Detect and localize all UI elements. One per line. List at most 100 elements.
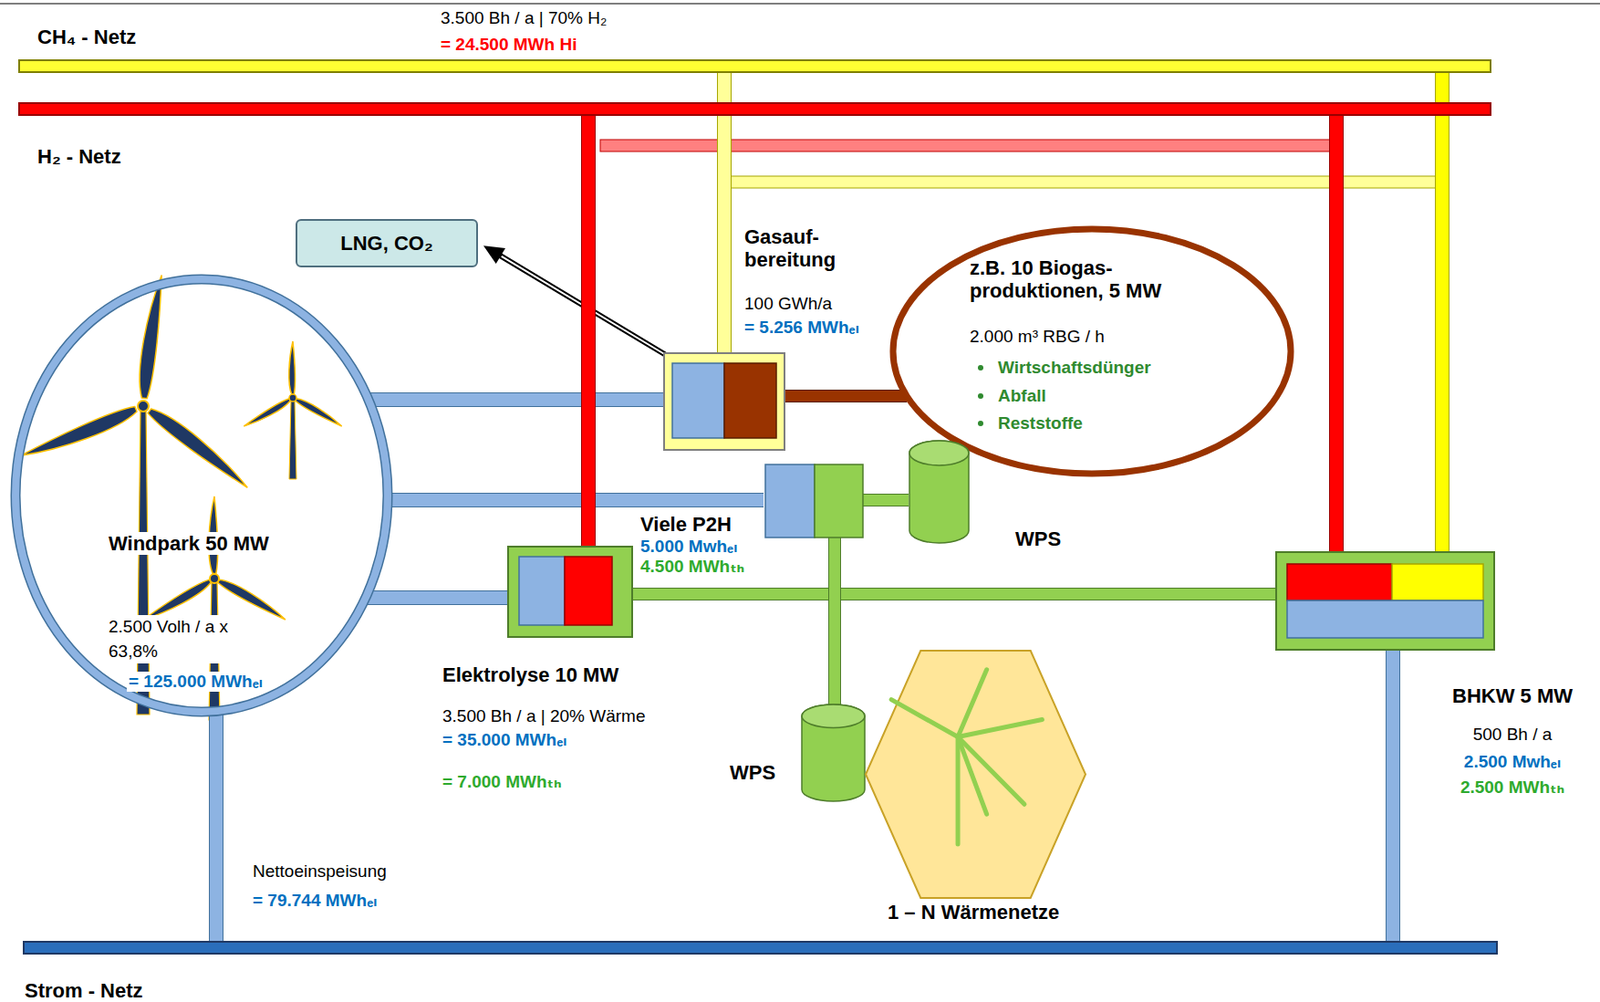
- pipe: [368, 393, 664, 406]
- cylinder-top: [909, 440, 969, 466]
- connector: [588, 115, 590, 546]
- windpark-ellipse: Windpark 50 MW2.500 Volh / a x 63,8%= 12…: [10, 273, 394, 717]
- annotation-label: = 79.744 MWhₑₗ: [252, 890, 377, 911]
- pipe: [1386, 650, 1400, 941]
- connector: [387, 499, 764, 501]
- node-value: 3.500 Bh / a | 20% Wärme: [442, 706, 646, 727]
- pipe-outline: [861, 493, 909, 507]
- node-value: 5.000 Mwhₑₗ: [640, 536, 738, 557]
- power-grid-band: Strom - Netz: [22, 940, 1498, 955]
- node-heading: z.B. 10 Biogas- produktionen, 5 MW: [969, 256, 1182, 303]
- turbine-blade: [18, 404, 139, 464]
- pipe-outline: [581, 115, 596, 546]
- pipe-outline: [368, 392, 664, 407]
- node-value: Reststoffe: [997, 413, 1083, 434]
- cylinder-top: [801, 704, 865, 728]
- node-heading: LNG, CO₂: [340, 231, 433, 255]
- arrow-head: [483, 245, 506, 264]
- annotation-label: = 24.500 MWh Hi: [440, 34, 577, 55]
- unit-part: [765, 464, 815, 538]
- node-heading: WPS: [1015, 527, 1061, 551]
- turbine-blade: [242, 397, 292, 430]
- heat-pipe: [957, 737, 988, 815]
- pipe-outline: [208, 710, 224, 941]
- node-value: = 7.000 MWhₜₕ: [442, 771, 562, 792]
- unit-part: [724, 363, 777, 438]
- unit-symbol: [509, 547, 635, 640]
- turbine-tower: [289, 399, 297, 479]
- unit-part: [564, 556, 613, 625]
- connector: [785, 395, 907, 397]
- connector: [483, 245, 666, 355]
- unit-symbol: [1277, 552, 1497, 653]
- unit-part: [672, 363, 725, 438]
- node-heading: Windpark 50 MW: [106, 531, 271, 555]
- node-value: = 5.256 MWhₑₗ: [744, 317, 860, 338]
- node-value: 100 GWh/a: [744, 293, 832, 314]
- p2h-unit: Viele P2H5.000 Mwhₑₗ4.500 MWhₜₕ: [763, 462, 862, 536]
- heat-pipe: [955, 737, 961, 844]
- turbine-blade: [145, 404, 253, 492]
- node-value: 2.000 m³ RBG / h: [969, 326, 1105, 347]
- node-heading: WPS: [729, 760, 776, 784]
- pipe: [365, 591, 508, 604]
- chp-box: BHKW 5 MW500 Bh / a2.500 Mwhₑₗ2.500 MWhₜ…: [1275, 550, 1496, 651]
- node-value: 2.500 MWhₜₕ: [1430, 777, 1595, 798]
- bullet-dot: [977, 420, 984, 426]
- pipe: [1329, 115, 1343, 551]
- heat-pipe: [957, 718, 1042, 737]
- annotation-label: 3.500 Bh / a | 70% H₂: [440, 8, 607, 29]
- pipe-outline: [785, 389, 907, 403]
- connector: [1392, 650, 1394, 941]
- pipe: [633, 588, 1276, 600]
- heat-pipe: [957, 737, 1025, 805]
- unit-part: [1392, 563, 1484, 601]
- connector: [861, 499, 909, 501]
- pipe-outline: [387, 492, 764, 508]
- ellipse-outline: [15, 279, 388, 712]
- node-value: = 35.000 MWhₑₗ: [442, 729, 567, 750]
- node-value: Abfall: [997, 385, 1047, 406]
- pipe: [785, 390, 907, 402]
- bullet-dot: [977, 364, 984, 371]
- connector: [216, 710, 218, 941]
- pipe-outline: [828, 535, 842, 705]
- electrolysis-box: Elektrolyse 10 MW3.500 Bh / a | 20% Wärm…: [507, 545, 634, 638]
- node-heading: BHKW 5 MW: [1430, 684, 1595, 707]
- connector: [365, 597, 508, 599]
- node-value: 2.500 Mwhₑₗ: [1430, 751, 1595, 772]
- cylinder-body: [909, 440, 969, 543]
- pipe-outline: [1329, 115, 1344, 551]
- h2-grid-band: H₂ - Netz: [18, 102, 1492, 116]
- output-box: LNG, CO₂: [295, 218, 478, 268]
- hexagon-outline: [865, 650, 1086, 898]
- pipe: [1435, 72, 1449, 551]
- heat-storage-cylinder: WPS: [908, 440, 970, 543]
- heat-storage-cylinder-outline: [908, 440, 970, 543]
- node-heading: Gasauf- bereitung: [744, 225, 852, 272]
- unit-symbol: [664, 353, 788, 453]
- turbine-hub: [137, 400, 149, 412]
- node-heading: H₂ - Netz: [37, 145, 122, 168]
- heat-pipe: [891, 699, 958, 738]
- node-value: 500 Bh / a: [1430, 724, 1595, 745]
- turbine-tower: [136, 407, 150, 715]
- connector: [633, 593, 1276, 595]
- pipe-outline: [365, 590, 508, 605]
- unit-symbol: [765, 464, 863, 538]
- node-heading: Strom - Netz: [24, 978, 144, 1002]
- heat-network-hexagon: 1 – N Wärmenetze: [864, 649, 1087, 899]
- pipe: [581, 115, 595, 546]
- gas-treatment-box: Gasauf- bereitung100 GWh/a= 5.256 MWhₑₗ: [663, 352, 786, 451]
- unit-part: [1287, 563, 1393, 601]
- heat-network-hexagon-outline: [864, 649, 1087, 899]
- node-heading: Elektrolyse 10 MW: [442, 663, 619, 686]
- node-value: 4.500 MWhₜₕ: [640, 556, 745, 577]
- h2-branch-line: [600, 139, 1332, 152]
- unit-part: [519, 556, 565, 625]
- connector: [368, 399, 664, 401]
- heat-storage-cylinder-outline: [800, 704, 866, 801]
- top-rule: [0, 2, 1600, 4]
- turbine-blade: [294, 395, 344, 428]
